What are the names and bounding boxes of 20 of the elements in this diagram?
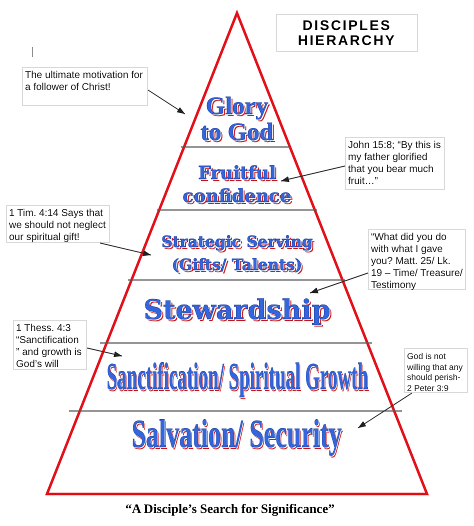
tier-label: Strategic Serving (Gifts/ Talents): [160, 231, 314, 276]
tier-label: Fruitful confidence: [182, 162, 292, 208]
diagram-title: DISCIPLES HIERARCHY: [276, 14, 418, 52]
note-text: The ultimate motivation for a follower of Christ!: [25, 70, 144, 94]
note-text: “What did you do with what I gave you? Matt. 25/ Lk. 19 – Time/ Treasure/ Testimony: [371, 232, 463, 292]
note-box: [22, 67, 148, 106]
arrow: [280, 166, 346, 182]
note-text: God is not willing that any should perish- 2 Peter 3:9: [407, 351, 464, 393]
note-text: John 15:8; “By this is my father glorified that you bear much fruit…”: [348, 140, 442, 188]
arrow: [358, 392, 412, 428]
arrow: [310, 272, 368, 294]
tier-label: Glory to God: [200, 94, 274, 146]
tier-label: Salvation/ Security: [132, 414, 342, 454]
arrow: [100, 242, 152, 256]
note-text: 1 Thess. 4:3 “Sanctification ” and growth is God’s will: [16, 323, 83, 371]
tier-label: Stewardship: [144, 296, 330, 326]
arrow: [148, 90, 186, 114]
note-text: 1 Tim. 4:14 Says that we should not neglect our spiritual gift!: [9, 208, 107, 244]
tier-label: Sanctification/ Spiritual Growth: [106, 358, 368, 396]
caption: “A Disciple’s Search for Significance”: [125, 501, 335, 517]
